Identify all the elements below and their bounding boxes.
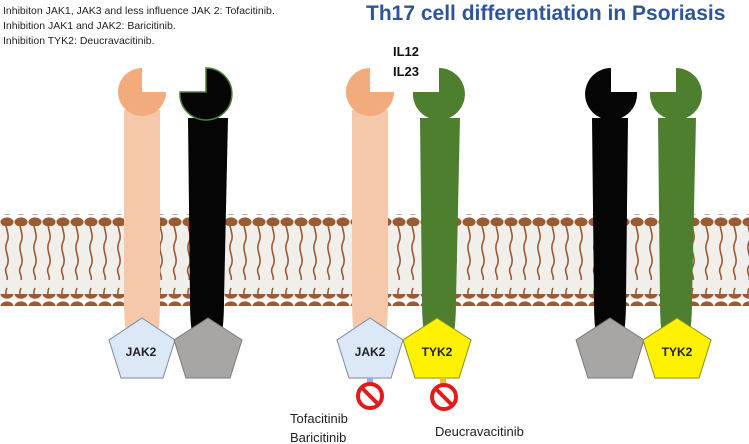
- receptor-3-black-head: [585, 68, 638, 120]
- note-deucravacitinib: Inhibition TYK2: Deucravacitinib.: [3, 35, 155, 47]
- receptor-2-jak2-label: JAK2: [355, 345, 386, 359]
- drug-tofacitinib: Tofacitinib: [290, 411, 348, 426]
- receptor-1-black-chain: [179, 67, 233, 355]
- receptor-3-tyk2-label: TYK2: [662, 345, 693, 359]
- receptor-3-green-chain: [649, 68, 702, 355]
- inhibition-notes: Inhibiton JAK1, JAK3 and less influence …: [3, 4, 275, 49]
- receptor-3-green-head: [649, 68, 702, 120]
- drug-deucravacitinib: Deucravacitinib: [435, 424, 524, 439]
- drug-baricitinib: Baricitinib: [290, 430, 347, 444]
- no-symbol-icon: [356, 382, 384, 410]
- receptor-2-green-head: [412, 68, 465, 120]
- note-tofacitinib: Inhibiton JAK1, JAK3 and less influence …: [3, 5, 275, 17]
- diagram-title: Th17 cell differentiation in Psoriasis: [366, 2, 726, 25]
- receptor-3-tyk2-pentagon: [642, 317, 712, 379]
- receptor-3-gray-pentagon: [575, 317, 645, 379]
- receptor-2-green-chain: [412, 68, 465, 355]
- receptor-1-jak-head: [118, 68, 166, 116]
- tofacitinib-connector: [367, 378, 373, 384]
- receptor-2-jak-chain: [346, 68, 394, 355]
- receptor-1-black-head: [179, 67, 233, 121]
- receptor-2-tyk2-pentagon: [402, 317, 472, 379]
- deucravacitinib-connector: [440, 378, 446, 384]
- receptor-3-black-chain: [585, 68, 638, 355]
- note-baricitinib: Inhibition JAK1 and JAK2: Baricitinib.: [3, 20, 176, 32]
- receptor-1-jak2-pentagon: [108, 317, 176, 379]
- cytokine-il23: IL23: [393, 64, 420, 79]
- receptor-2-tyk2-label: TYK2: [422, 345, 453, 359]
- receptor-1-gray-pentagon: [173, 317, 243, 379]
- no-symbol-icon: [430, 383, 458, 411]
- receptor-1-jak-chain: [118, 68, 166, 355]
- receptor-1-jak2-label: JAK2: [126, 345, 157, 359]
- receptor-2-jak-head: [346, 68, 394, 116]
- cytokine-il12: IL12: [393, 44, 420, 59]
